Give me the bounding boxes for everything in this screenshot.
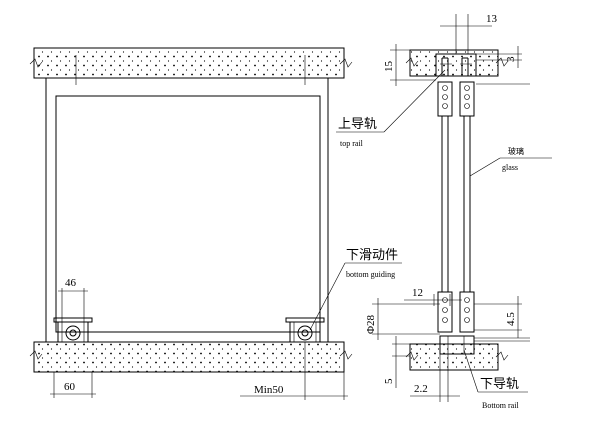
dim-min-clearance-text: Min50 <box>254 384 284 396</box>
dimension-3: 3 <box>476 46 522 68</box>
dim-bottom-gap-text: 12 <box>412 287 423 299</box>
break-mark-left-top <box>29 58 43 68</box>
label-bottom-rail-cn: 下导轨 <box>480 377 519 392</box>
dimension-15: 15 <box>383 44 436 86</box>
floor-slab <box>33 341 345 373</box>
section-view: 13 15 3 上导轨 top rail 玻璃 gla <box>336 13 552 410</box>
dimension-2-2: 2.2 <box>410 354 460 402</box>
dim-base-width-text: 60 <box>64 381 76 393</box>
label-glass-en: glass <box>502 163 518 172</box>
label-glass-cn: 玻璃 <box>508 146 524 156</box>
bottom-rail-section <box>439 335 475 355</box>
front-view: 46 60 Min50 下滑动件 bottom guiding <box>29 47 402 400</box>
door-frame-outer <box>45 77 329 343</box>
floor-slab-section <box>409 343 499 371</box>
leader-glass: 玻璃 glass <box>469 146 552 177</box>
break-mark-right-top <box>339 58 353 68</box>
door-glass-panel <box>55 95 321 333</box>
bottom-rollers-section <box>437 291 475 333</box>
leader-bottom-guiding: 下滑动件 bottom guiding <box>309 248 402 331</box>
dim-bottom-clearance-text: 4.5 <box>505 312 517 326</box>
dimension-4-5: 4.5 <box>474 296 522 338</box>
dimension-60: 60 <box>50 372 96 398</box>
dim-gap-text: 13 <box>486 13 498 25</box>
label-bottom-rail-en: Bottom rail <box>482 401 519 410</box>
bottom-roller-right <box>285 317 325 343</box>
glass-panes <box>441 116 471 292</box>
dim-channel-width-text: 2.2 <box>414 383 428 395</box>
dimension-46: 46 <box>58 277 88 322</box>
label-bottom-guiding-cn: 下滑动件 <box>346 248 398 263</box>
dim-top-depth-text: 15 <box>383 61 395 73</box>
dim-roller-diameter-text: Φ28 <box>365 314 377 334</box>
dimension-phi28: Φ28 <box>365 298 440 340</box>
label-top-rail-cn: 上导轨 <box>338 117 377 132</box>
top-rollers <box>437 81 475 117</box>
break-mark-left-bottom <box>29 350 43 360</box>
dim-floor-depth-text: 5 <box>383 378 395 384</box>
ceiling-slab <box>33 47 345 79</box>
break-mark-right-bottom <box>339 350 353 360</box>
label-bottom-guiding-en: bottom guiding <box>346 270 395 279</box>
dimension-12: 12 <box>404 287 462 306</box>
dim-roller-width-text: 46 <box>65 277 77 289</box>
dimension-min50: Min50 <box>240 342 348 400</box>
dimension-13: 13 <box>440 13 498 54</box>
dimension-5: 5 <box>383 336 410 388</box>
dim-top-offset-text: 3 <box>505 56 517 62</box>
leader-top-rail: 上导轨 top rail <box>336 69 446 148</box>
label-top-rail-en: top rail <box>340 139 364 148</box>
leader-bottom-rail: 下导轨 Bottom rail <box>463 349 528 410</box>
bottom-roller-left <box>53 317 93 343</box>
